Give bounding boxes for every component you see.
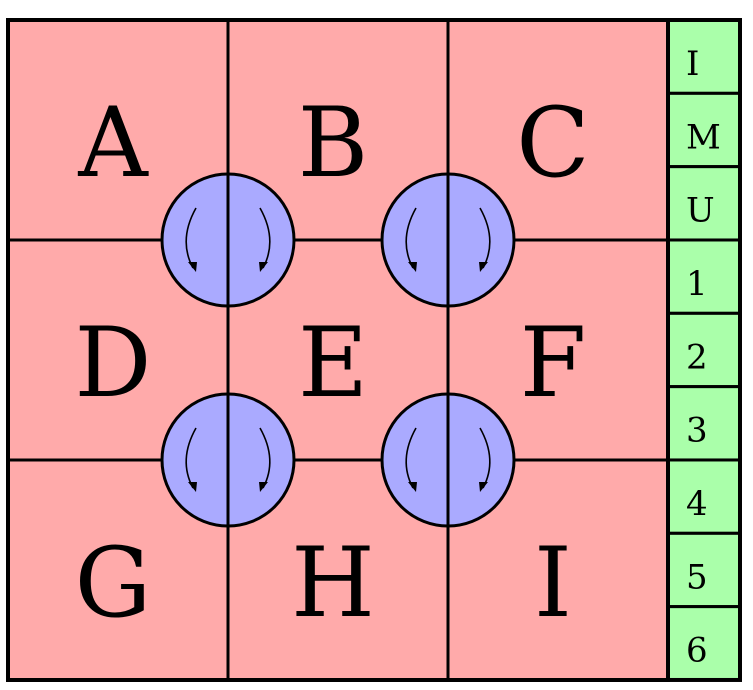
grid-cell-letter: D bbox=[75, 307, 152, 419]
side-panel-item-background bbox=[666, 18, 742, 95]
rotate-arrows-icon bbox=[185, 427, 271, 492]
grid-cell-letter: G bbox=[75, 527, 152, 639]
rotor-button[interactable] bbox=[380, 172, 516, 308]
side-panel-item-label: 3 bbox=[686, 411, 708, 451]
side-panel-item: 2 bbox=[666, 311, 742, 389]
rotate-arrows-icon bbox=[405, 427, 491, 492]
side-panel-item-label: 5 bbox=[686, 557, 708, 597]
rotor-button[interactable] bbox=[380, 392, 516, 528]
rotate-arrows-icon bbox=[405, 207, 491, 272]
side-panel-item: 3 bbox=[666, 385, 742, 462]
side-panel-item-label: 2 bbox=[686, 337, 708, 377]
grid-cell-letter: C bbox=[516, 87, 589, 199]
side-panel-item: I bbox=[666, 18, 742, 95]
grid-cell-letter: B bbox=[298, 87, 369, 199]
grid-cell: G bbox=[6, 458, 230, 682]
grid-cells: A B C D E F G H I bbox=[6, 18, 670, 682]
side-panel-item: U bbox=[666, 165, 742, 242]
side-panel-item-label: M bbox=[686, 117, 721, 157]
side-panel-item-label: I bbox=[686, 44, 699, 84]
side-panel-item-label: 4 bbox=[686, 484, 708, 524]
grid-cell-letter: F bbox=[520, 307, 587, 419]
rotor-button[interactable] bbox=[160, 392, 296, 528]
rotor-controls bbox=[160, 172, 516, 528]
side-panel-item-label: 1 bbox=[686, 264, 708, 304]
side-panel: IMU 1 2 3 4 5 6 bbox=[666, 18, 742, 682]
side-panel-border bbox=[666, 18, 742, 682]
side-panel-item: 4 bbox=[666, 458, 742, 535]
rotate-arrows-icon bbox=[185, 207, 271, 272]
side-panel-item-label: U bbox=[686, 191, 715, 231]
side-panel-item: 1 bbox=[666, 238, 742, 315]
rotor-button[interactable] bbox=[160, 172, 296, 308]
side-panel-item-label: 6 bbox=[686, 631, 708, 671]
side-panel-item: 5 bbox=[666, 531, 742, 609]
side-panel-item: 6 bbox=[666, 605, 742, 682]
grid-cell-letter: E bbox=[298, 307, 368, 419]
grid-cell-letter: I bbox=[534, 527, 572, 639]
grid-cell: A bbox=[6, 18, 230, 242]
grid-cell-letter: H bbox=[291, 527, 375, 639]
grid-cell-letter: A bbox=[77, 87, 149, 199]
side-panel-item: M bbox=[666, 91, 742, 169]
